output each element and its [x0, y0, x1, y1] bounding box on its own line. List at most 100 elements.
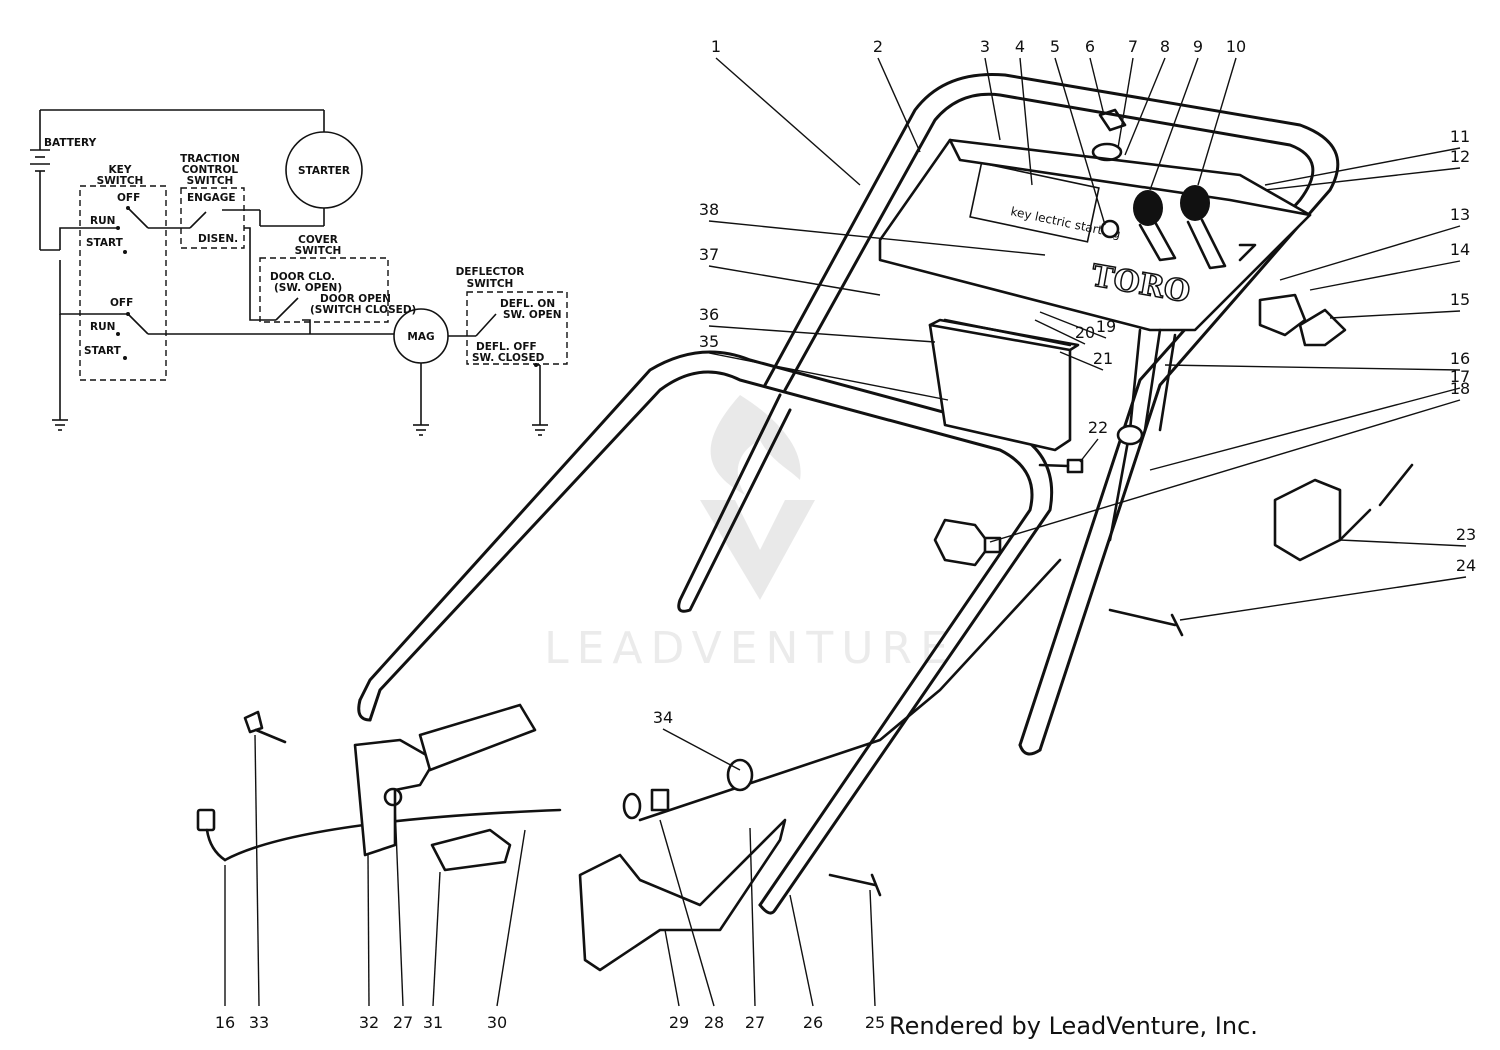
- deflector-label-2: SWITCH: [467, 278, 514, 290]
- callout-label-26: 26: [803, 1013, 823, 1032]
- callout-label-35: 35: [699, 332, 719, 351]
- callout-label-25: 25: [865, 1013, 885, 1032]
- callout-label-15: 15: [1450, 290, 1470, 309]
- callout-leader-6: [1089, 57, 1105, 116]
- callout-leader-33: [254, 734, 260, 1007]
- callout-leader-31: [432, 871, 441, 1007]
- key-start-2: START: [84, 345, 122, 357]
- callout-leader-2: [877, 57, 921, 153]
- callout-label-32: 32: [359, 1013, 379, 1032]
- defl-on-1: DEFL. ON: [500, 298, 555, 310]
- callout-label-36: 36: [699, 305, 719, 324]
- bracket-29: [578, 818, 787, 972]
- callout-label-23: 23: [1456, 525, 1476, 544]
- callout-leader-11: [1264, 147, 1461, 186]
- callout-label-31: 31: [423, 1013, 443, 1032]
- callout-leader-17: [1149, 387, 1461, 471]
- toro-logo: TORO: [1089, 258, 1193, 310]
- key-off-1: OFF: [117, 192, 140, 204]
- callout-leader-30: [496, 829, 526, 1007]
- callout-label-12: 12: [1450, 147, 1470, 166]
- callout-leader-37: [708, 265, 881, 296]
- grommet-17: [1116, 424, 1144, 446]
- callout-leader-23: [1339, 539, 1467, 547]
- key-icon: [1098, 108, 1127, 132]
- callout-leader-32: [367, 854, 370, 1007]
- connector-22: [1038, 458, 1084, 474]
- key-switch-box: [79, 185, 167, 381]
- callout-label-7: 7: [1128, 37, 1138, 56]
- mag-label: MAG: [407, 331, 434, 343]
- callout-leader-9: [1149, 57, 1199, 191]
- callout-label-3: 3: [980, 37, 990, 56]
- deflector-switch-box: [466, 291, 568, 365]
- callout-leader-4: [1019, 57, 1033, 186]
- disen-label: DISEN.: [198, 233, 238, 245]
- callout-label-6: 6: [1085, 37, 1095, 56]
- callout-leader-15: [1329, 310, 1461, 319]
- ground-symbol-3: [532, 424, 548, 436]
- callout-label-9: 9: [1193, 37, 1203, 56]
- defl-off-1: DEFL. OFF: [476, 341, 537, 353]
- callout-leader-29: [664, 929, 680, 1007]
- callout-leader-35: [708, 352, 949, 401]
- bolt-33: [243, 710, 287, 744]
- deflector-label-1: DEFLECTOR: [456, 266, 525, 278]
- callout-leader-14: [1309, 260, 1461, 291]
- callout-leader-13: [1279, 225, 1461, 281]
- callout-label-19: 19: [1096, 317, 1116, 336]
- callout-leader-28: [659, 819, 715, 1007]
- traction-label-2: CONTROL: [182, 164, 239, 176]
- callout-leader-19: [1039, 311, 1107, 339]
- callout-leader-5: [1054, 57, 1106, 226]
- callout-label-13: 13: [1450, 205, 1470, 224]
- credit-text: Rendered by LeadVenture, Inc.: [889, 1012, 1258, 1040]
- bracket-32: [353, 703, 537, 857]
- callout-leader-1: [715, 57, 861, 186]
- bolt-24: [1108, 608, 1184, 637]
- lower-handle: [357, 350, 1054, 915]
- callout-leader-38: [708, 220, 1046, 256]
- defl-on-2: SW. OPEN: [503, 309, 562, 321]
- watermark-text: LEADVENTURE: [544, 623, 956, 674]
- callout-leader-18: [989, 399, 1461, 543]
- callout-label-16: 16: [215, 1013, 235, 1032]
- traction-switch-box: [180, 187, 245, 249]
- callout-leader-24: [1179, 576, 1467, 621]
- callout-leader-8: [1124, 57, 1166, 156]
- key-switch-label-2: SWITCH: [97, 175, 144, 187]
- key-run-2: RUN: [90, 321, 115, 333]
- key-off-2: OFF: [110, 297, 133, 309]
- key-start-1: START: [86, 237, 124, 249]
- cover-label-2: SWITCH: [295, 245, 342, 257]
- upper-handle: [763, 72, 1340, 756]
- battery-box: [928, 318, 1080, 452]
- callout-leader-12: [1264, 167, 1461, 191]
- callout-label-2: 2: [873, 37, 883, 56]
- cover-switch-box: [259, 257, 389, 323]
- callout-label-10: 10: [1226, 37, 1246, 56]
- door-closed-1: DOOR CLO.: [270, 271, 335, 283]
- callout-label-29: 29: [669, 1013, 689, 1032]
- callout-leader-36: [708, 325, 936, 343]
- callout-label-14: 14: [1450, 240, 1470, 259]
- callout-leader-22: [1079, 438, 1099, 463]
- callout-label-33: 33: [249, 1013, 269, 1032]
- callout-leader-27: [394, 804, 404, 1007]
- callout-label-38: 38: [699, 200, 719, 219]
- cover-15: [1298, 308, 1347, 347]
- traction-label-3: SWITCH: [187, 175, 234, 187]
- ground-symbol-2: [413, 424, 429, 436]
- wire-harness: [223, 328, 1177, 862]
- engage-label: ENGAGE: [187, 192, 236, 204]
- wiring-schematic: BATTERY STARTER KEY SWITCH OFF RUN START…: [30, 109, 568, 436]
- callout-label-37: 37: [699, 245, 719, 264]
- callout-label-16: 16: [1450, 349, 1470, 368]
- relay-23: [1273, 463, 1414, 562]
- handle-brace: [677, 393, 792, 613]
- control-panel: key lectric starting TORO: [878, 108, 1312, 332]
- callout-leader-7: [1117, 57, 1134, 149]
- watermark-logo: LEADVENTURE: [544, 395, 956, 674]
- callout-label-34: 34: [653, 708, 673, 727]
